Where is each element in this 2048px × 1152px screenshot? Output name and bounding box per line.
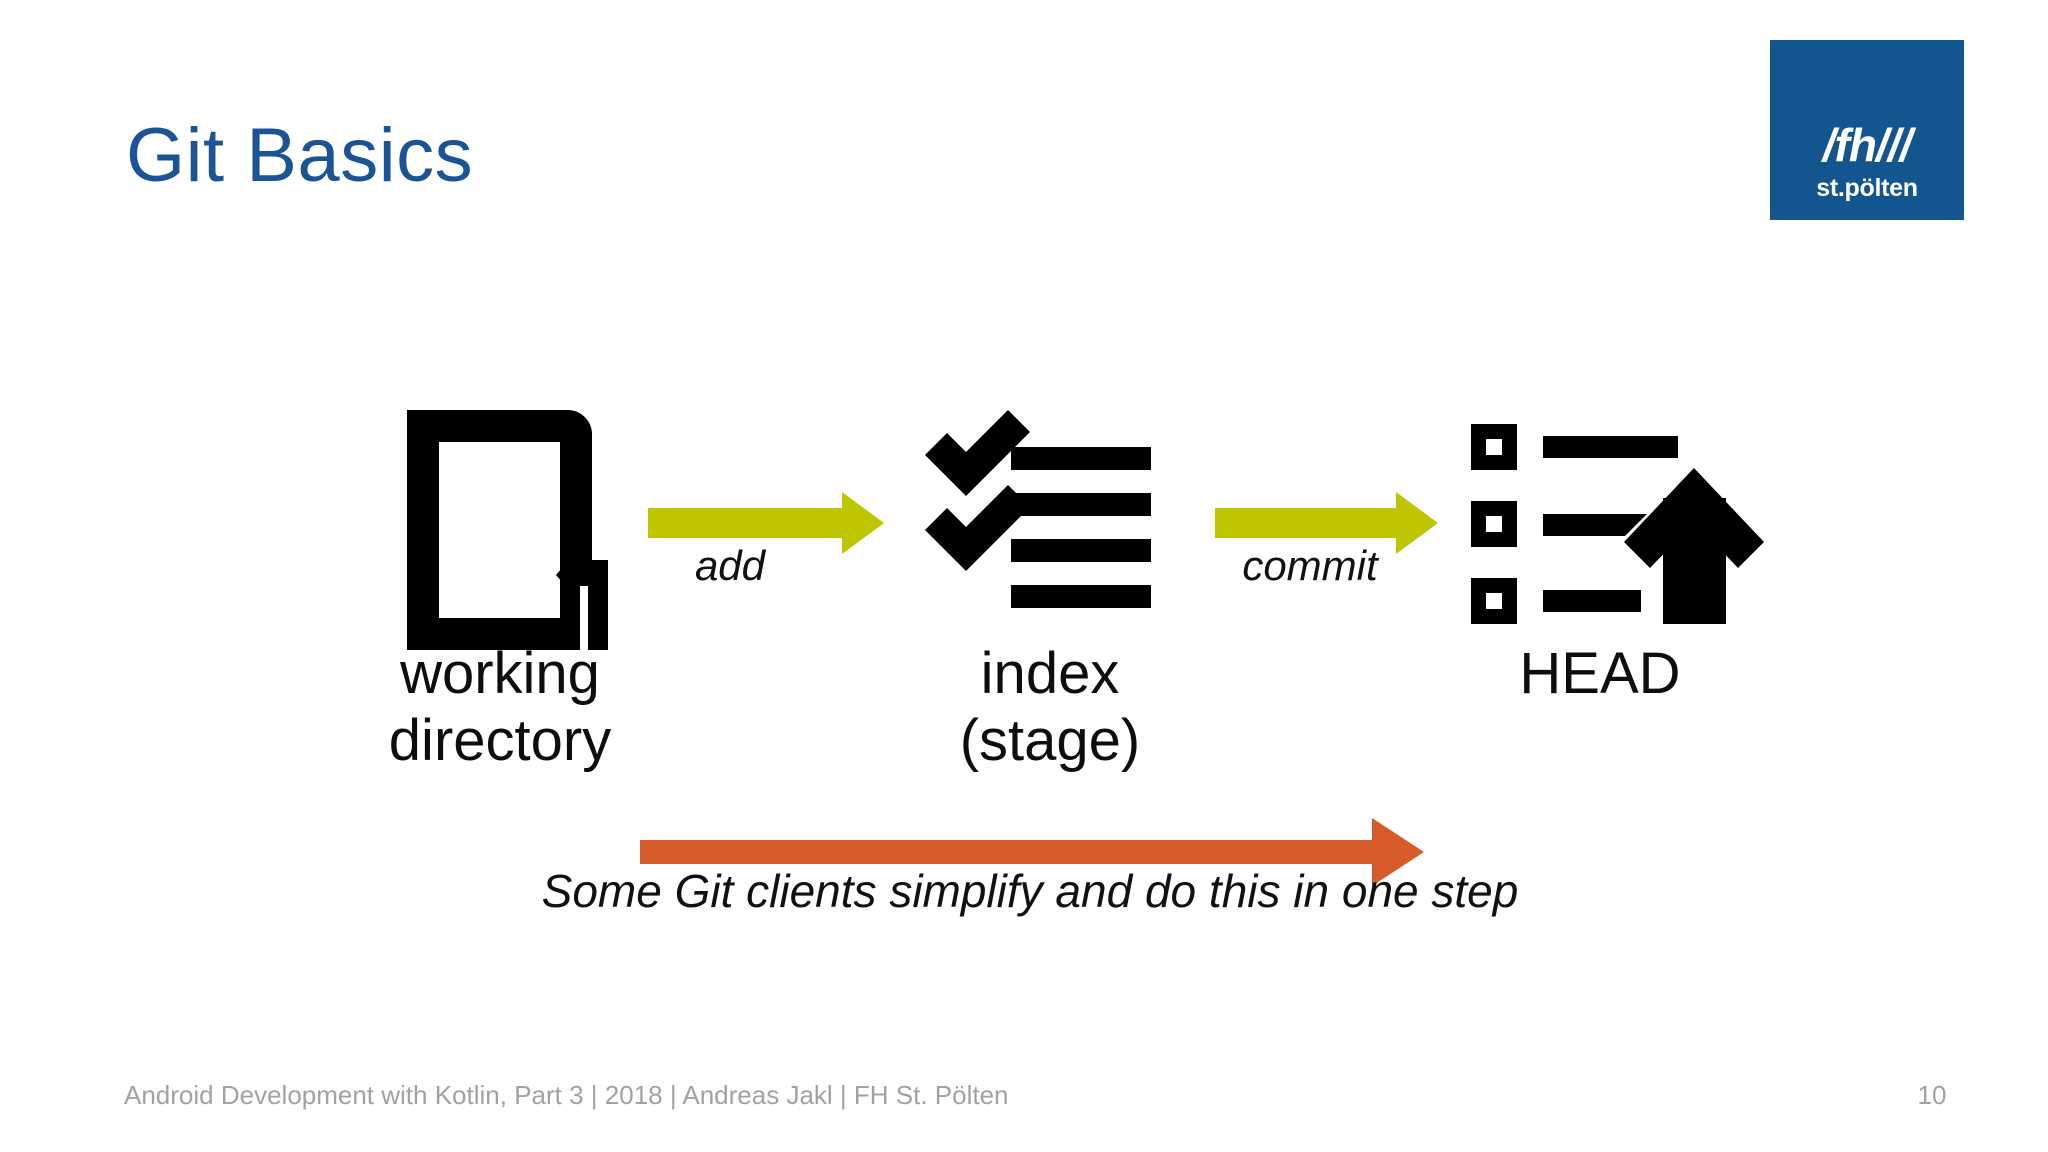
transition-label-add: add [694,542,766,589]
checklist-icon [925,410,1151,608]
logo-subtitle: st.pölten [1816,174,1918,202]
stage-label-index-stage: index (stage) [959,641,1141,774]
page-title: Git Basics [126,113,474,198]
stage-label-working-directory: working directory [388,641,612,774]
one-step-note-label: Some Git clients simplify and do this in… [541,865,1519,917]
footer-text: Android Development with Kotlin, Part 3 … [124,1080,1009,1110]
logo-wordmark: /fh/// [1822,119,1913,171]
document-pen-icon [407,410,608,650]
page-number: 10 [1917,1080,1947,1110]
transition-label-commit: commit [1242,542,1378,589]
stage-label-head: HEAD [1519,641,1681,706]
fh-st-poelten-logo: /fh/// st.pölten [1770,40,1964,220]
commit-list-upload-icon [1471,424,1764,624]
